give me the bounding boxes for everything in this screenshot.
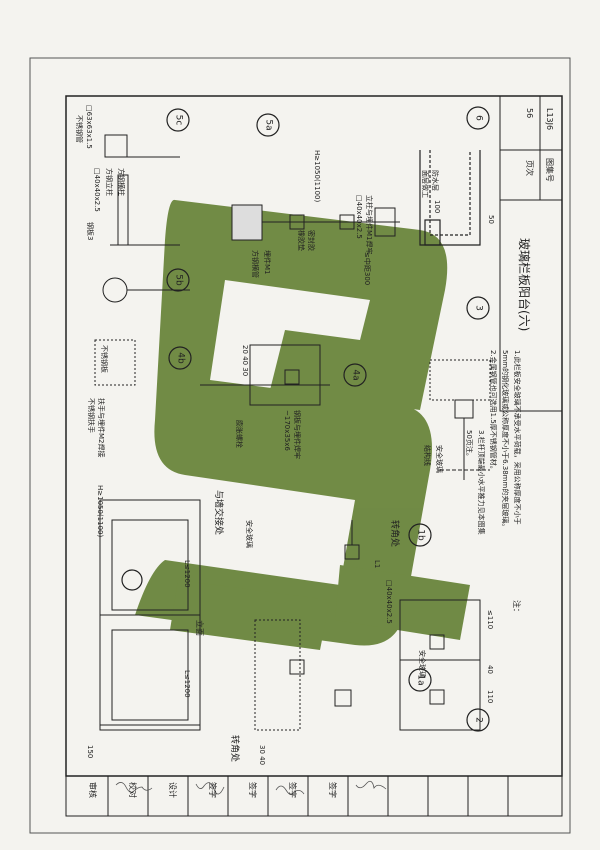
label-ss-tube: 不锈钢管 bbox=[75, 115, 83, 143]
label-rubber: 橡胶垫 bbox=[297, 230, 305, 251]
detail-4a-4b bbox=[94, 339, 330, 406]
label-dim-110b: 110 bbox=[486, 690, 494, 704]
note-line: 50页注。 bbox=[465, 430, 473, 460]
detail-5a bbox=[231, 204, 400, 241]
notes-heading: 注： bbox=[512, 600, 521, 616]
note-line: 5mm的钢化玻璃或公称厚度不小于6.38mm的夹层玻璃。 bbox=[501, 350, 509, 531]
label-line-40: □40x40x2.5 bbox=[385, 580, 393, 624]
label-sealant: 密封胶 bbox=[307, 230, 315, 251]
detail-elevation bbox=[99, 499, 201, 731]
title-block bbox=[499, 95, 563, 412]
detail-5c bbox=[102, 134, 190, 303]
review-dividers bbox=[107, 776, 509, 816]
note-line: 2.金属钢管也可选用1.5厚不锈钢管材。 bbox=[489, 350, 497, 473]
sheet-border bbox=[29, 57, 571, 834]
label-l1: L1 bbox=[373, 560, 381, 569]
label-span: L≤1200 bbox=[183, 670, 191, 698]
callout-label: 5c bbox=[173, 114, 184, 126]
label-anchor: 膨胀螺栓 bbox=[235, 420, 243, 448]
drawing-title: 玻璃栏板阳台(六) bbox=[517, 238, 531, 332]
label-glass-2: 安全玻璃 bbox=[418, 650, 426, 678]
view-title-wall-joint: 与墙交接处 bbox=[213, 490, 223, 536]
label-dim-3040: 30 40 bbox=[258, 745, 266, 766]
label-dim-40: 40 bbox=[486, 665, 494, 674]
atlas-label: 图集号 bbox=[545, 158, 554, 182]
label-steel-plate: 钢板3 bbox=[86, 222, 94, 241]
label-tube-40: □40x40x2.5 bbox=[355, 195, 363, 239]
callout-label: 4a bbox=[350, 369, 361, 381]
label-plate-170: ~170x35x6 bbox=[283, 410, 291, 451]
label-struct-line: 结构线 bbox=[423, 445, 431, 466]
detail-corner-1b bbox=[344, 520, 360, 560]
review-label: 签字 bbox=[288, 782, 297, 798]
page-label: 页次 bbox=[525, 160, 534, 176]
label-dim-110: ≤110 bbox=[486, 610, 494, 630]
review-block bbox=[65, 775, 563, 817]
label-surface: 面层做工 bbox=[421, 170, 429, 198]
atlas-number: L13J6 bbox=[545, 108, 554, 131]
label-span: L≤1200 bbox=[183, 560, 191, 588]
label-plate-weld: 钢板与埋件焊牢 bbox=[293, 410, 301, 459]
callout-label: 1b bbox=[415, 529, 426, 541]
callout-label: 2 bbox=[473, 717, 484, 723]
view-title-corner: 转角处 bbox=[389, 520, 399, 548]
label-post-weld: 立柱与埋件M1焊牢 bbox=[365, 195, 373, 255]
callout-label: 5b bbox=[173, 274, 184, 286]
callout-label: 6 bbox=[473, 115, 484, 121]
label-square-beam-2: 方钢横管 bbox=[251, 250, 259, 278]
note-line: 3.栏杆顶端最小水平推力见本图集 bbox=[477, 430, 485, 535]
label-square-beam: 方钢横柱 bbox=[117, 168, 125, 196]
callout-label: 4b bbox=[175, 352, 186, 364]
detail-3 bbox=[429, 359, 491, 480]
label-dim-50: 50 bbox=[487, 215, 495, 224]
label-handrail-plate: 扶手与埋件M2焊接 bbox=[97, 398, 105, 458]
watermark-logo bbox=[135, 199, 470, 650]
detail-2 bbox=[399, 599, 481, 731]
label-ss-handrail: 不锈钢扶手 bbox=[87, 398, 95, 433]
label-steel-plate-2: 不锈钢板 bbox=[100, 345, 108, 373]
label-spacing: ≤中距300 bbox=[363, 252, 371, 286]
label-height: H≥1050(1100) bbox=[313, 150, 321, 203]
review-label: 签字 bbox=[328, 782, 337, 798]
detail-corner-1a bbox=[254, 619, 352, 731]
label-glass: 安全玻璃 bbox=[435, 445, 443, 473]
label-dim-2040: 20 40 30 bbox=[241, 345, 249, 377]
label-waterproof: 防水层 bbox=[431, 170, 439, 191]
label-tube: □63x63x1.5 bbox=[85, 105, 93, 149]
label-dim-150: 150 bbox=[86, 745, 94, 759]
detail-6 bbox=[419, 150, 481, 246]
note-line: 1.此栏板安全玻璃不承受水平荷载，采用公称厚度不小于 bbox=[513, 350, 521, 525]
review-label: 签字 bbox=[208, 782, 217, 798]
callout-markers bbox=[121, 106, 490, 732]
label-dim-100: 100 bbox=[433, 200, 441, 214]
view-title-elevation: 立面 bbox=[195, 620, 204, 636]
label-embed-m1: 埋件M1 bbox=[263, 250, 271, 275]
label-glass-3: 安全玻璃 bbox=[245, 520, 253, 548]
review-label: 审核 bbox=[88, 782, 97, 798]
label-height-elev: H≥1050(1100) bbox=[96, 485, 104, 538]
review-label: 签字 bbox=[248, 782, 257, 798]
callout-label: 3 bbox=[473, 305, 484, 311]
label-handrail: □40x40x2.5 bbox=[93, 168, 101, 212]
callout-label: 5a bbox=[263, 119, 274, 131]
review-label: 设计 bbox=[168, 782, 177, 798]
view-title-corner: 转角处 bbox=[229, 735, 239, 763]
page-number: 56 bbox=[525, 108, 534, 119]
review-label: 校对 bbox=[128, 782, 137, 798]
signature-scribbles bbox=[115, 780, 387, 795]
label-square-post: 方钢立柱 bbox=[105, 168, 113, 196]
